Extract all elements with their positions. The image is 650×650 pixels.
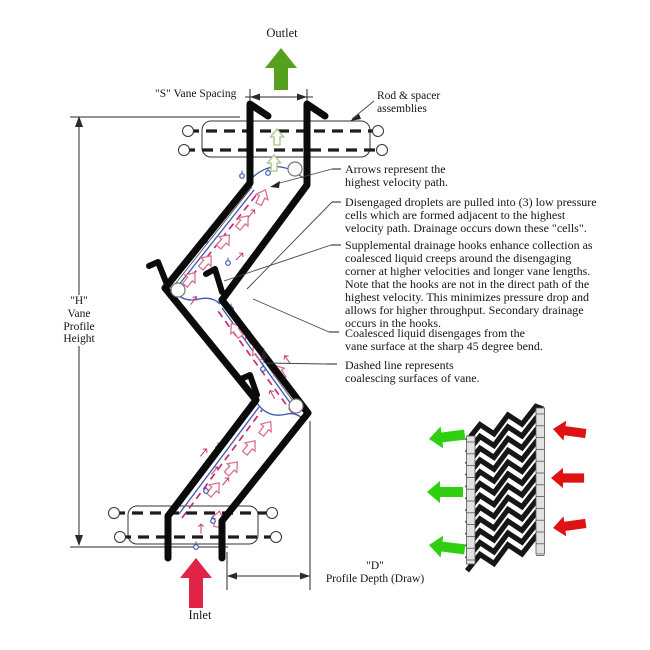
top-rod-assembly (178, 120, 388, 158)
vane-spacing-label: "S" Vane Spacing (155, 88, 237, 100)
vane-pack-strips (464, 403, 544, 573)
coalesced-droplets (170, 161, 304, 414)
vane-pack-rod-columns (466, 407, 545, 565)
annotation-coalesced-liquid: Coalesced liquid disengages from the van… (345, 326, 543, 353)
outlet-label: Outlet (266, 26, 298, 40)
pack-inlet-arrows (551, 418, 588, 539)
inlet-arrow-icon (180, 558, 212, 608)
vane-profiles (146, 100, 329, 562)
annotation-velocity-path: Arrows represent the highest velocity pa… (345, 162, 448, 189)
profile-depth-label: "D" Profile Depth (Draw) (325, 560, 425, 585)
drainage-hook-left-b (203, 266, 225, 295)
dimension-d (226, 421, 311, 590)
pack-outlet-arrows (427, 423, 467, 561)
vane-pack-3d (427, 403, 588, 573)
drainage-hook-right-a (238, 372, 260, 398)
leader-lines (223, 100, 375, 365)
outlet-arrow-icon (265, 48, 297, 90)
annotation-drainage-hooks: Supplemental drainage hooks enhance coll… (345, 238, 593, 330)
annotation-low-pressure-cells: Disengaged droplets are pulled into (3) … (345, 195, 597, 235)
vane-b (218, 100, 329, 562)
dimension-s (245, 89, 313, 107)
inlet-label: Inlet (188, 608, 212, 622)
drainage-hook-left-a (146, 259, 169, 285)
annotation-dashed-line: Dashed line represents coalescing surfac… (345, 358, 480, 385)
vane-height-label: "H" Vane Profile Height (52, 295, 106, 347)
vane-a (161, 100, 272, 562)
rod-spacer-label: Rod & spacer assemblies (377, 90, 441, 115)
bottom-rod-assembly (108, 505, 282, 545)
